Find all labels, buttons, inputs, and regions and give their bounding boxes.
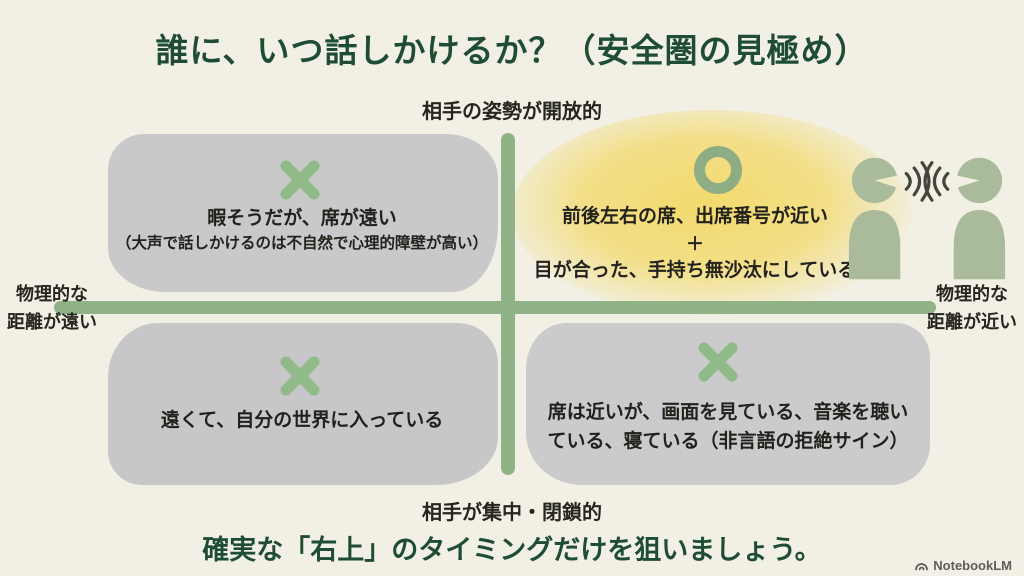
axis-label-left-line1: 物理的な xyxy=(16,284,88,304)
quadrant-top-right-glow xyxy=(512,110,912,315)
quadrant-top-right-text: 前後左右の席、出席番号が近い ＋ 目が合った、手持ち無沙汰にしている xyxy=(515,203,875,284)
x-icon xyxy=(698,342,738,382)
quadrant-bottom-left-blob xyxy=(108,323,498,485)
quadrant-top-left-text: 暇そうだが、席が遠い （大声で話しかけるのは不自然で心理的障壁が高い） xyxy=(102,205,502,255)
axis-label-left-line2: 距離が遠い xyxy=(7,311,97,332)
axis-vertical-bar xyxy=(501,133,515,475)
quadrant-top-right-line1: 前後左右の席、出席番号が近い xyxy=(561,206,828,227)
quadrant-top-left-line1: 暇そうだが、席が遠い xyxy=(207,208,397,229)
two-people-talking-icon xyxy=(848,157,1006,280)
quadrant-bottom-left-line1: 遠くて、自分の世界に入っている xyxy=(160,410,444,431)
axis-label-right-line1: 物理的な xyxy=(936,284,1008,304)
page-title: 誰に、いつ話しかけるか？（安全圏の見極め） xyxy=(155,32,869,69)
footer-statement: 確実な「右上」のタイミングだけを狙いましょう。 xyxy=(202,535,822,565)
axis-horizontal-bar xyxy=(54,301,936,314)
axis-label-top: 相手の姿勢が開放的 xyxy=(422,101,602,123)
circle-icon xyxy=(694,146,742,194)
quadrant-top-left-blob xyxy=(108,134,498,292)
quadrant-bottom-right-text: 席は近いが、画面を見ている、音楽を聴い ている、寝ている（非言語の拒絶サイン） xyxy=(526,399,930,456)
quadrant-bottom-right-line1: 席は近いが、画面を見ている、音楽を聴い xyxy=(547,402,909,423)
axis-label-left: 物理的な 距離が遠い xyxy=(4,281,100,337)
x-icon xyxy=(280,160,320,200)
quadrant-top-left-line2: （大声で話しかけるのは不自然で心理的障壁が高い） xyxy=(115,234,488,252)
notebooklm-logo-icon xyxy=(915,563,929,571)
quadrant-bottom-right-line2: ている、寝ている（非言語の拒絶サイン） xyxy=(547,430,909,452)
quadrant-top-right-plus: ＋ xyxy=(686,233,704,254)
brand-mark: NotebookLM xyxy=(914,558,1012,573)
axis-label-right: 物理的な 距離が近い xyxy=(924,281,1020,337)
quadrant-bottom-left-text: 遠くて、自分の世界に入っている xyxy=(102,407,502,435)
axis-label-bottom: 相手が集中・閉鎖的 xyxy=(422,502,602,524)
brand-label: NotebookLM xyxy=(933,558,1012,573)
quadrant-top-right-line3: 目が合った、手持ち無沙汰にしている xyxy=(533,259,857,281)
x-icon xyxy=(280,356,320,396)
axis-label-right-line2: 距離が近い xyxy=(927,311,1017,332)
